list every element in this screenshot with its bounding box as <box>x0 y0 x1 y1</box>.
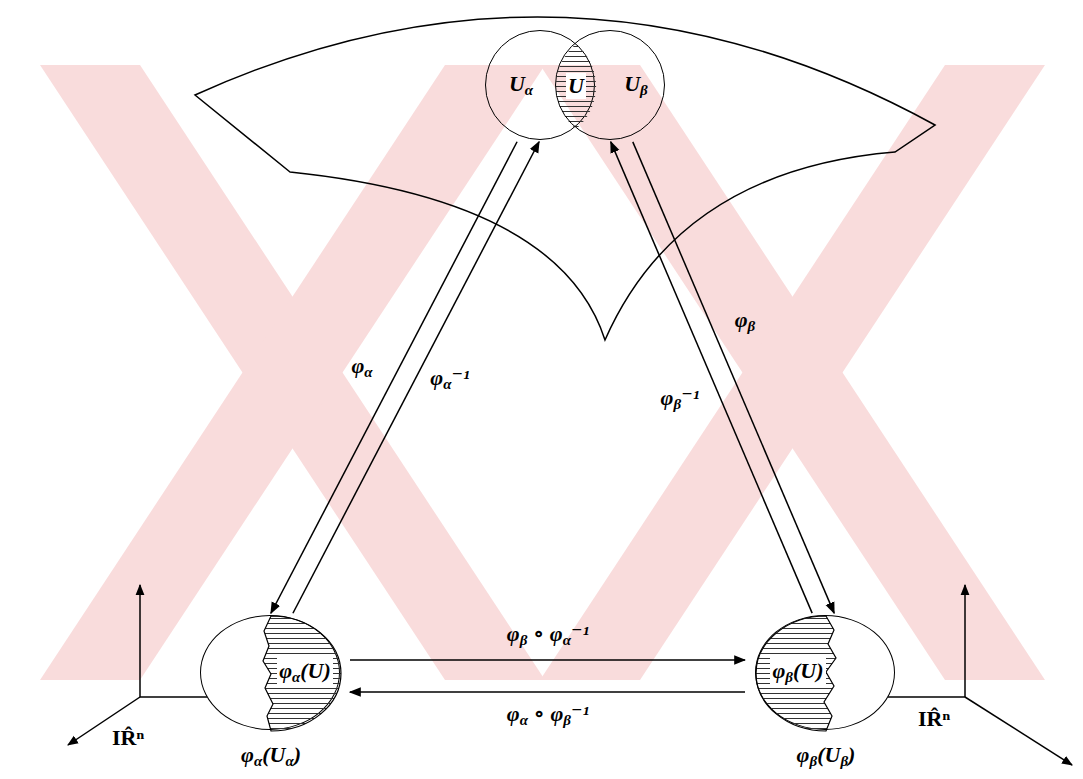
text-run: IR̂ⁿ <box>918 706 950 731</box>
space-label: IR̂ⁿ <box>918 706 950 732</box>
watermark-band <box>540 65 1045 680</box>
axes <box>68 585 1072 765</box>
text-run: ∘ φ <box>528 701 563 726</box>
text-run: ∘ φ <box>527 621 562 646</box>
hatched-image-region: φα(U) <box>263 616 341 731</box>
map-label: φβ⁻¹ <box>661 385 700 414</box>
space-label: IR̂ⁿ <box>112 725 144 751</box>
text-run: β <box>673 397 681 413</box>
node-label: φβ(Uβ) <box>797 742 856 771</box>
map-label: φα⁻¹ <box>430 365 469 394</box>
text-run: β <box>840 754 848 770</box>
map-label: φα <box>351 353 372 382</box>
text-run: (U) <box>300 658 331 683</box>
text-run: ⁻¹ <box>451 365 469 390</box>
node-label: Uβ <box>624 71 648 100</box>
text-run: α <box>563 633 571 649</box>
watermark <box>40 65 1045 680</box>
hatched-image-region: φβ(U) <box>756 616 841 731</box>
text-run: α <box>364 365 372 381</box>
axis-line <box>888 696 965 698</box>
text-run: φ <box>507 621 520 646</box>
text-run: β <box>520 633 528 649</box>
text-run: β <box>563 713 571 729</box>
node-label: φβ(U) <box>770 658 825 687</box>
text-run: (U <box>262 742 285 767</box>
map-label: φβ <box>735 307 756 336</box>
map-arrow <box>350 691 745 693</box>
text-run: α <box>520 713 528 729</box>
node-label: U <box>566 73 586 99</box>
chart-image-ellipse: φβ(Uβ)φβ(U) <box>755 615 895 730</box>
text-run: (U) <box>793 658 824 683</box>
map-arrow <box>271 142 517 613</box>
watermark-band <box>40 65 545 680</box>
node-label: Uα <box>509 71 533 100</box>
map-label: φβ ∘ φα⁻¹ <box>507 621 589 650</box>
text-run: φ <box>507 701 520 726</box>
watermark-band <box>40 65 545 680</box>
text-run: φ <box>772 658 785 683</box>
manifold-outline <box>195 17 935 340</box>
map-arrow <box>293 142 539 613</box>
map-label: φα ∘ φβ⁻¹ <box>507 701 589 730</box>
axis-arrow <box>139 585 141 697</box>
text-run: φ <box>735 307 748 332</box>
watermark-band <box>540 65 1045 680</box>
text-run: φ <box>241 742 254 767</box>
text-run: IR̂ⁿ <box>112 725 144 750</box>
text-run: U <box>509 71 525 96</box>
text-run: α <box>443 377 451 393</box>
text-run: α <box>254 754 262 770</box>
text-run: ) <box>294 742 301 767</box>
text-run: φ <box>797 742 810 767</box>
text-run: U <box>568 73 584 98</box>
overlap-region: U <box>556 44 596 129</box>
chart-domain-circle: UαU <box>485 30 595 140</box>
text-run: α <box>285 754 293 770</box>
text-run: ) <box>848 742 855 767</box>
text-run: ⁻¹ <box>681 385 699 410</box>
map-arrow <box>633 142 834 613</box>
text-run: φ <box>279 658 292 683</box>
node-label: φα(Uα) <box>241 742 301 771</box>
axis-arrow <box>965 697 1072 765</box>
hatch-fill <box>263 616 341 731</box>
axis-line <box>140 696 207 698</box>
axis-arrow <box>964 585 966 697</box>
text-run: U <box>624 71 640 96</box>
text-run: ⁻¹ <box>571 621 589 646</box>
text-run: α <box>525 83 533 99</box>
text-run: φ <box>351 353 364 378</box>
text-run: β <box>785 670 793 686</box>
map-arrow <box>611 142 812 613</box>
hatch-fill <box>756 616 836 731</box>
text-run: α <box>292 670 300 686</box>
text-run: φ <box>430 365 443 390</box>
text-run: ⁻¹ <box>571 701 589 726</box>
text-run: β <box>748 319 756 335</box>
text-run: (U <box>817 742 840 767</box>
text-run: φ <box>661 385 674 410</box>
text-run: β <box>640 83 648 99</box>
node-label: φα(U) <box>277 658 333 687</box>
text-run: β <box>809 754 817 770</box>
chart-image-ellipse: φα(Uα)φα(U) <box>200 615 340 730</box>
map-arrow <box>350 659 745 661</box>
hatch-fill <box>556 44 596 129</box>
